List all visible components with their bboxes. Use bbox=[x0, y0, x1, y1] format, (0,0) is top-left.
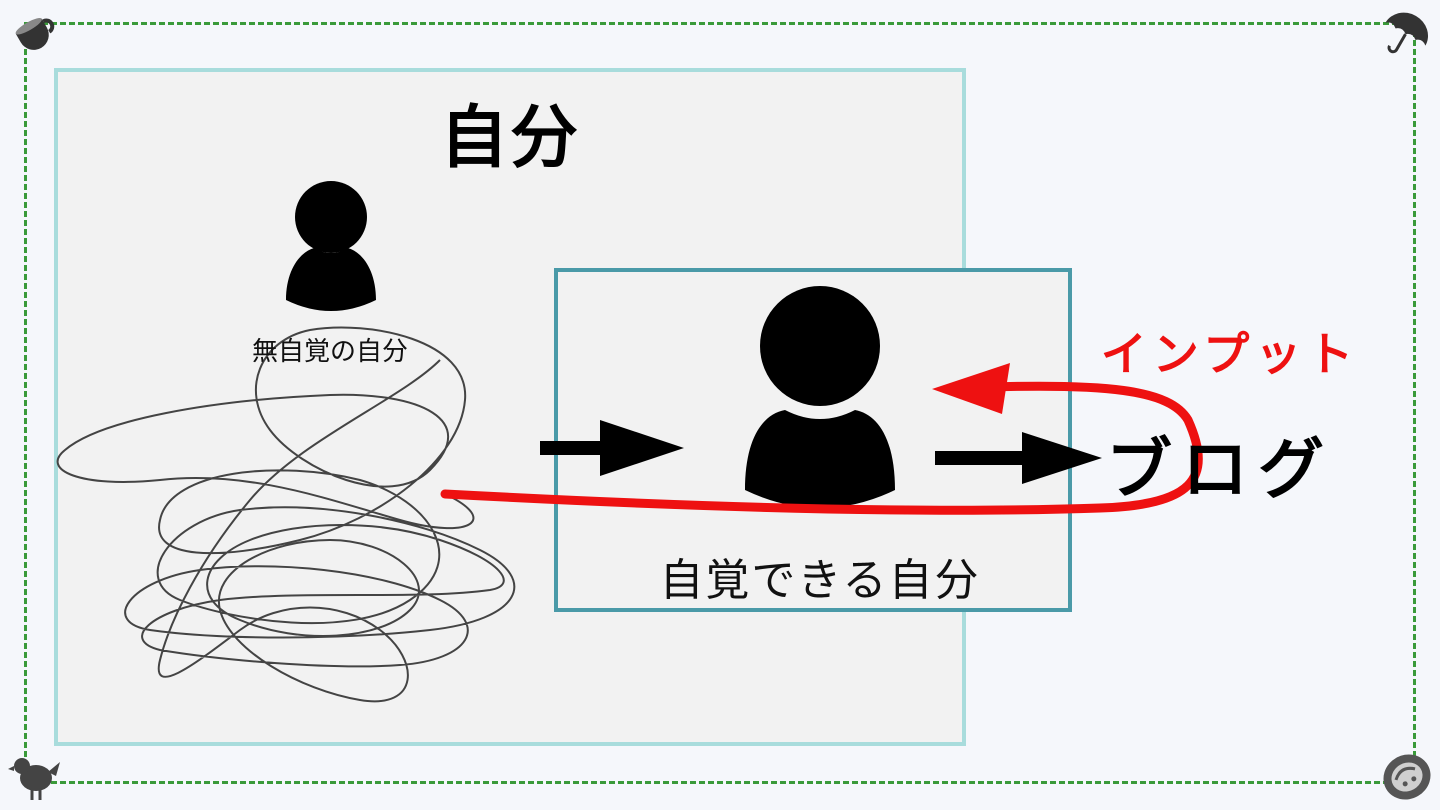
arrow-to-aware bbox=[540, 420, 684, 476]
page-title: 自分 bbox=[439, 99, 580, 178]
blog-label: ブログ bbox=[1106, 431, 1334, 508]
unaware-self-label: 無自覚の自分 bbox=[251, 337, 408, 367]
dashed-frame bbox=[24, 22, 1416, 784]
input-arrow bbox=[440, 363, 1203, 515]
person-icon bbox=[286, 181, 376, 311]
umbrella-icon bbox=[1385, 12, 1429, 54]
arrow-to-blog bbox=[935, 432, 1102, 484]
teacup-icon bbox=[15, 17, 55, 50]
input-label: インプット bbox=[1100, 327, 1360, 381]
person-icon bbox=[745, 286, 895, 508]
bowl-icon bbox=[1383, 754, 1431, 800]
scribble-path bbox=[56, 326, 516, 703]
aware-self-label: 自覚できる自分 bbox=[659, 555, 981, 606]
bird-icon bbox=[8, 758, 60, 800]
